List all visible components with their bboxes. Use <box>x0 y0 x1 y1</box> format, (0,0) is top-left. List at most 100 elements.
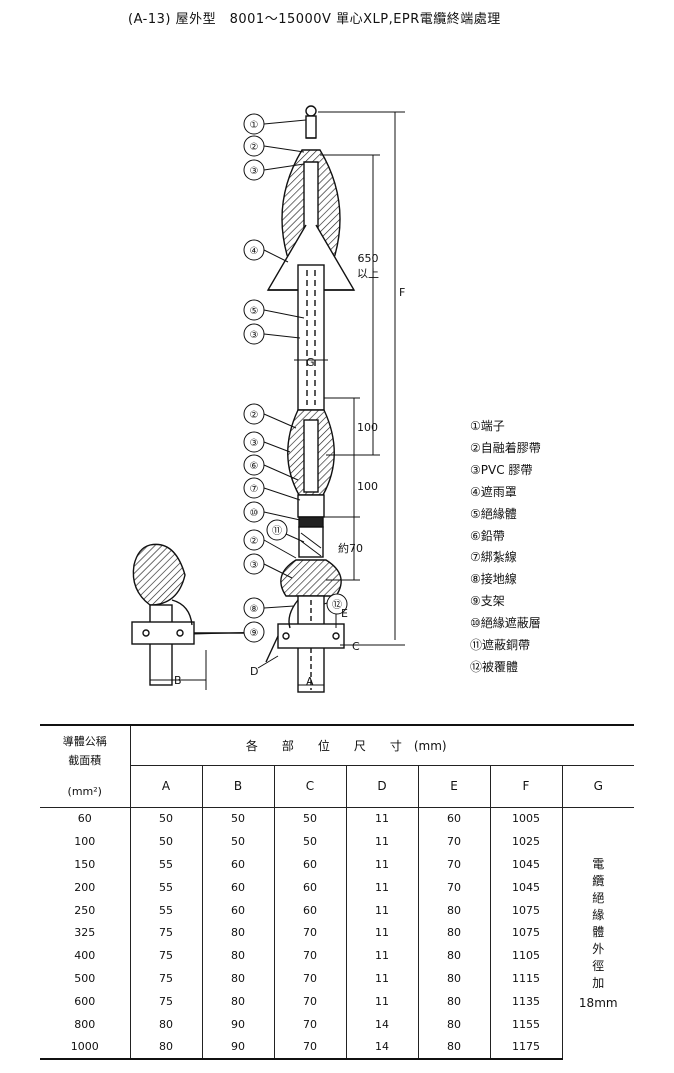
group-header-spacer <box>562 724 634 766</box>
dim-label-70: 約70 <box>338 541 363 555</box>
callout-markers: ① ② ③ ④ ⑤ ③ ② ③ ⑥ ⑦ ⑩ ② ③ ⑧ ⑨ ⑪ ⑫ <box>243 113 348 643</box>
legend-item: ④遮雨罩 <box>470 484 517 499</box>
g-note-vertical: 電纜絕緣體外徑加 <box>591 856 605 992</box>
dim-label-E: E <box>341 607 348 620</box>
legend-item: ⑨支架 <box>470 594 505 609</box>
table-cell: 1075 <box>489 898 562 922</box>
table-cell: 60 <box>273 875 346 899</box>
callout-marker: ⑪ <box>266 519 288 541</box>
dimension-spec-table: 導體公稱 截面積 (mm²) 各 部 位 尺 寸 (mm) A B C D E … <box>40 724 634 1060</box>
row-section-size: 800 <box>74 1017 96 1031</box>
legend-item: ⑧接地線 <box>470 572 517 587</box>
table-cell: 75 <box>129 944 202 968</box>
table-cell: 50 <box>129 807 202 830</box>
dim-label-100a: 100 <box>357 421 378 434</box>
svg-text:②: ② <box>250 536 259 547</box>
column-header: D <box>345 765 418 808</box>
g-note-char: 絕 <box>592 891 605 906</box>
callout-marker: ③ <box>243 431 265 453</box>
table-cell: 80 <box>129 1013 202 1036</box>
table-cell: 70 <box>417 875 490 899</box>
table-cell: 80 <box>201 967 274 991</box>
table-cell: 75 <box>129 967 202 991</box>
table-cell: 1155 <box>489 1013 562 1036</box>
table-cell: 80 <box>201 921 274 945</box>
column-header: E <box>417 765 490 808</box>
callout-marker: ② <box>243 529 265 551</box>
table-cell: 11 <box>345 898 418 922</box>
table-cell: 1045 <box>489 875 562 899</box>
row-section-size: 600 <box>74 995 96 1009</box>
corner-label-line: 導體公稱 <box>62 734 107 748</box>
table-cell: 55 <box>129 875 202 899</box>
table-cell: 11 <box>345 921 418 945</box>
table-cell: 50 <box>201 829 274 853</box>
row-section-size: 150 <box>74 857 96 871</box>
table-cell: 11 <box>345 967 418 991</box>
callout-marker: ⑥ <box>243 454 265 476</box>
table-cell: 1025 <box>489 829 562 853</box>
row-section-size: 60 <box>77 812 92 826</box>
table-cell: 14 <box>345 1035 418 1060</box>
column-header: G <box>561 765 634 808</box>
column-header: A <box>129 765 202 808</box>
table-cell: 80 <box>417 1035 490 1060</box>
row-section-size: 325 <box>74 926 96 940</box>
svg-text:③: ③ <box>250 330 259 341</box>
table-cell: 90 <box>201 1013 274 1036</box>
table-cell: 14 <box>345 1013 418 1036</box>
callout-marker: ① <box>243 113 265 135</box>
table-cell: 11 <box>345 852 418 876</box>
table-cell: 50 <box>273 829 346 853</box>
table-cell: 50 <box>273 807 346 830</box>
callout-marker: ⑦ <box>243 477 265 499</box>
termination-diagram: ① ② ③ ④ ⑤ ③ ② ③ ⑥ ⑦ ⑩ ② ③ ⑧ ⑨ ⑪ ⑫ 650 以上… <box>131 105 405 693</box>
legend-item: ⑩絕緣遮蔽層 <box>470 616 541 631</box>
dimension-labels: 650 以上 F G 100 100 約70 E C D A B <box>174 252 405 688</box>
svg-text:③: ③ <box>250 438 259 449</box>
g-note-char: 加 <box>592 976 605 991</box>
svg-text:⑩: ⑩ <box>250 508 259 519</box>
table-cell: 80 <box>417 990 490 1014</box>
column-header: C <box>273 765 346 808</box>
g-note-char: 體 <box>592 925 605 940</box>
legend-item: ⑫被覆體 <box>470 659 519 674</box>
dim-label-100b: 100 <box>357 480 378 493</box>
row-section-size: 200 <box>74 880 96 894</box>
dim-label-C: C <box>352 640 360 653</box>
table-cell: 1045 <box>489 852 562 876</box>
corner-header: 導體公稱 截面積 (mm²) <box>40 724 130 808</box>
g-note-char: 緣 <box>592 908 605 923</box>
dim-label-650-suffix: 以上 <box>357 267 379 280</box>
callout-leaders <box>193 119 331 635</box>
page-title: (A-13) 屋外型 8001～15000V 單心XLP,EPR電纜終端處理 <box>128 12 501 27</box>
table-cell: 70 <box>273 1013 346 1036</box>
column-header: B <box>201 765 274 808</box>
dim-label-G: G <box>306 356 315 369</box>
table-cell: 60 <box>273 852 346 876</box>
side-view-diagram <box>131 543 250 686</box>
callout-marker: ② <box>243 403 265 425</box>
table-cell: 60 <box>273 898 346 922</box>
table-cell: 1005 <box>489 807 562 830</box>
legend-item: ①端子 <box>470 419 505 433</box>
callout-marker: ③ <box>243 553 265 575</box>
corner-label-line: 截面積 <box>68 753 102 767</box>
dim-label-F: F <box>399 286 405 299</box>
table-cell: 1135 <box>489 990 562 1014</box>
svg-text:⑧: ⑧ <box>250 604 259 615</box>
parts-legend: ①端子 ②自融着膠帶 ③PVC 膠帶 ④遮雨罩 ⑤絕緣體 ⑥鉛帶 ⑦綁紮線 ⑧接… <box>470 416 541 679</box>
svg-text:③: ③ <box>250 560 259 571</box>
table-cell: 75 <box>129 990 202 1014</box>
table-cell: 75 <box>129 921 202 945</box>
legend-item: ③PVC 膠帶 <box>470 462 533 477</box>
g-note-char: 外 <box>592 942 605 957</box>
g-note-char: 電 <box>592 857 605 872</box>
